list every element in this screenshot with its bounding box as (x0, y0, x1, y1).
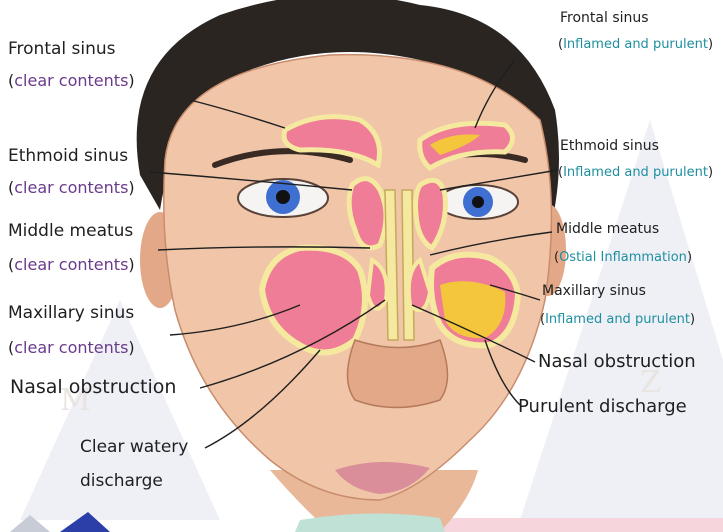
label-right-middle-status: (Ostial Inflammation) (554, 251, 692, 264)
label-left-frontal-status-text: clear contents (14, 71, 128, 90)
label-right-maxillary-status: (Inflamed and purulent) (540, 313, 695, 326)
label-clear-watery-line2: discharge (80, 473, 163, 490)
label-right-ethmoid-status-text: Inflamed and purulent (563, 165, 708, 180)
label-right-middle-meatus: Middle meatus (556, 222, 659, 236)
label-clear-watery-line1: Clear watery (80, 439, 188, 456)
left-pupil (276, 190, 290, 204)
label-left-frontal-status: (clear contents) (8, 73, 135, 89)
label-right-frontal-status: (Inflamed and purulent) (558, 38, 713, 51)
label-right-frontal-sinus: Frontal sinus (560, 11, 649, 25)
label-right-ethmoid-sinus: Ethmoid sinus (560, 139, 659, 153)
label-right-maxillary-sinus: Maxillary sinus (542, 284, 646, 298)
label-right-maxillary-status-text: Inflamed and purulent (545, 312, 690, 327)
label-left-nasal-obstruction: Nasal obstruction (10, 378, 176, 397)
label-left-maxillary-sinus: Maxillary sinus (8, 305, 134, 322)
label-right-middle-status-text: Ostial Inflammation (559, 250, 687, 265)
label-left-maxillary-status-text: clear contents (14, 338, 128, 357)
label-left-middle-status-text: clear contents (14, 255, 128, 274)
nose (348, 340, 448, 408)
right-pupil (472, 196, 484, 208)
label-purulent-discharge: Purulent discharge (518, 398, 687, 416)
label-left-ethmoid-status-text: clear contents (14, 178, 128, 197)
label-left-ethmoid-status: (clear contents) (8, 180, 135, 196)
label-left-maxillary-status: (clear contents) (8, 340, 135, 356)
label-left-middle-status: (clear contents) (8, 257, 135, 273)
label-left-middle-meatus: Middle meatus (8, 223, 133, 240)
label-left-ethmoid-sinus: Ethmoid sinus (8, 148, 128, 165)
label-right-nasal-obstruction: Nasal obstruction (538, 353, 696, 371)
bottom-right-band (420, 518, 723, 532)
label-right-frontal-status-text: Inflamed and purulent (563, 37, 708, 52)
label-left-frontal-sinus: Frontal sinus (8, 41, 116, 58)
label-right-ethmoid-status: (Inflamed and purulent) (558, 166, 713, 179)
